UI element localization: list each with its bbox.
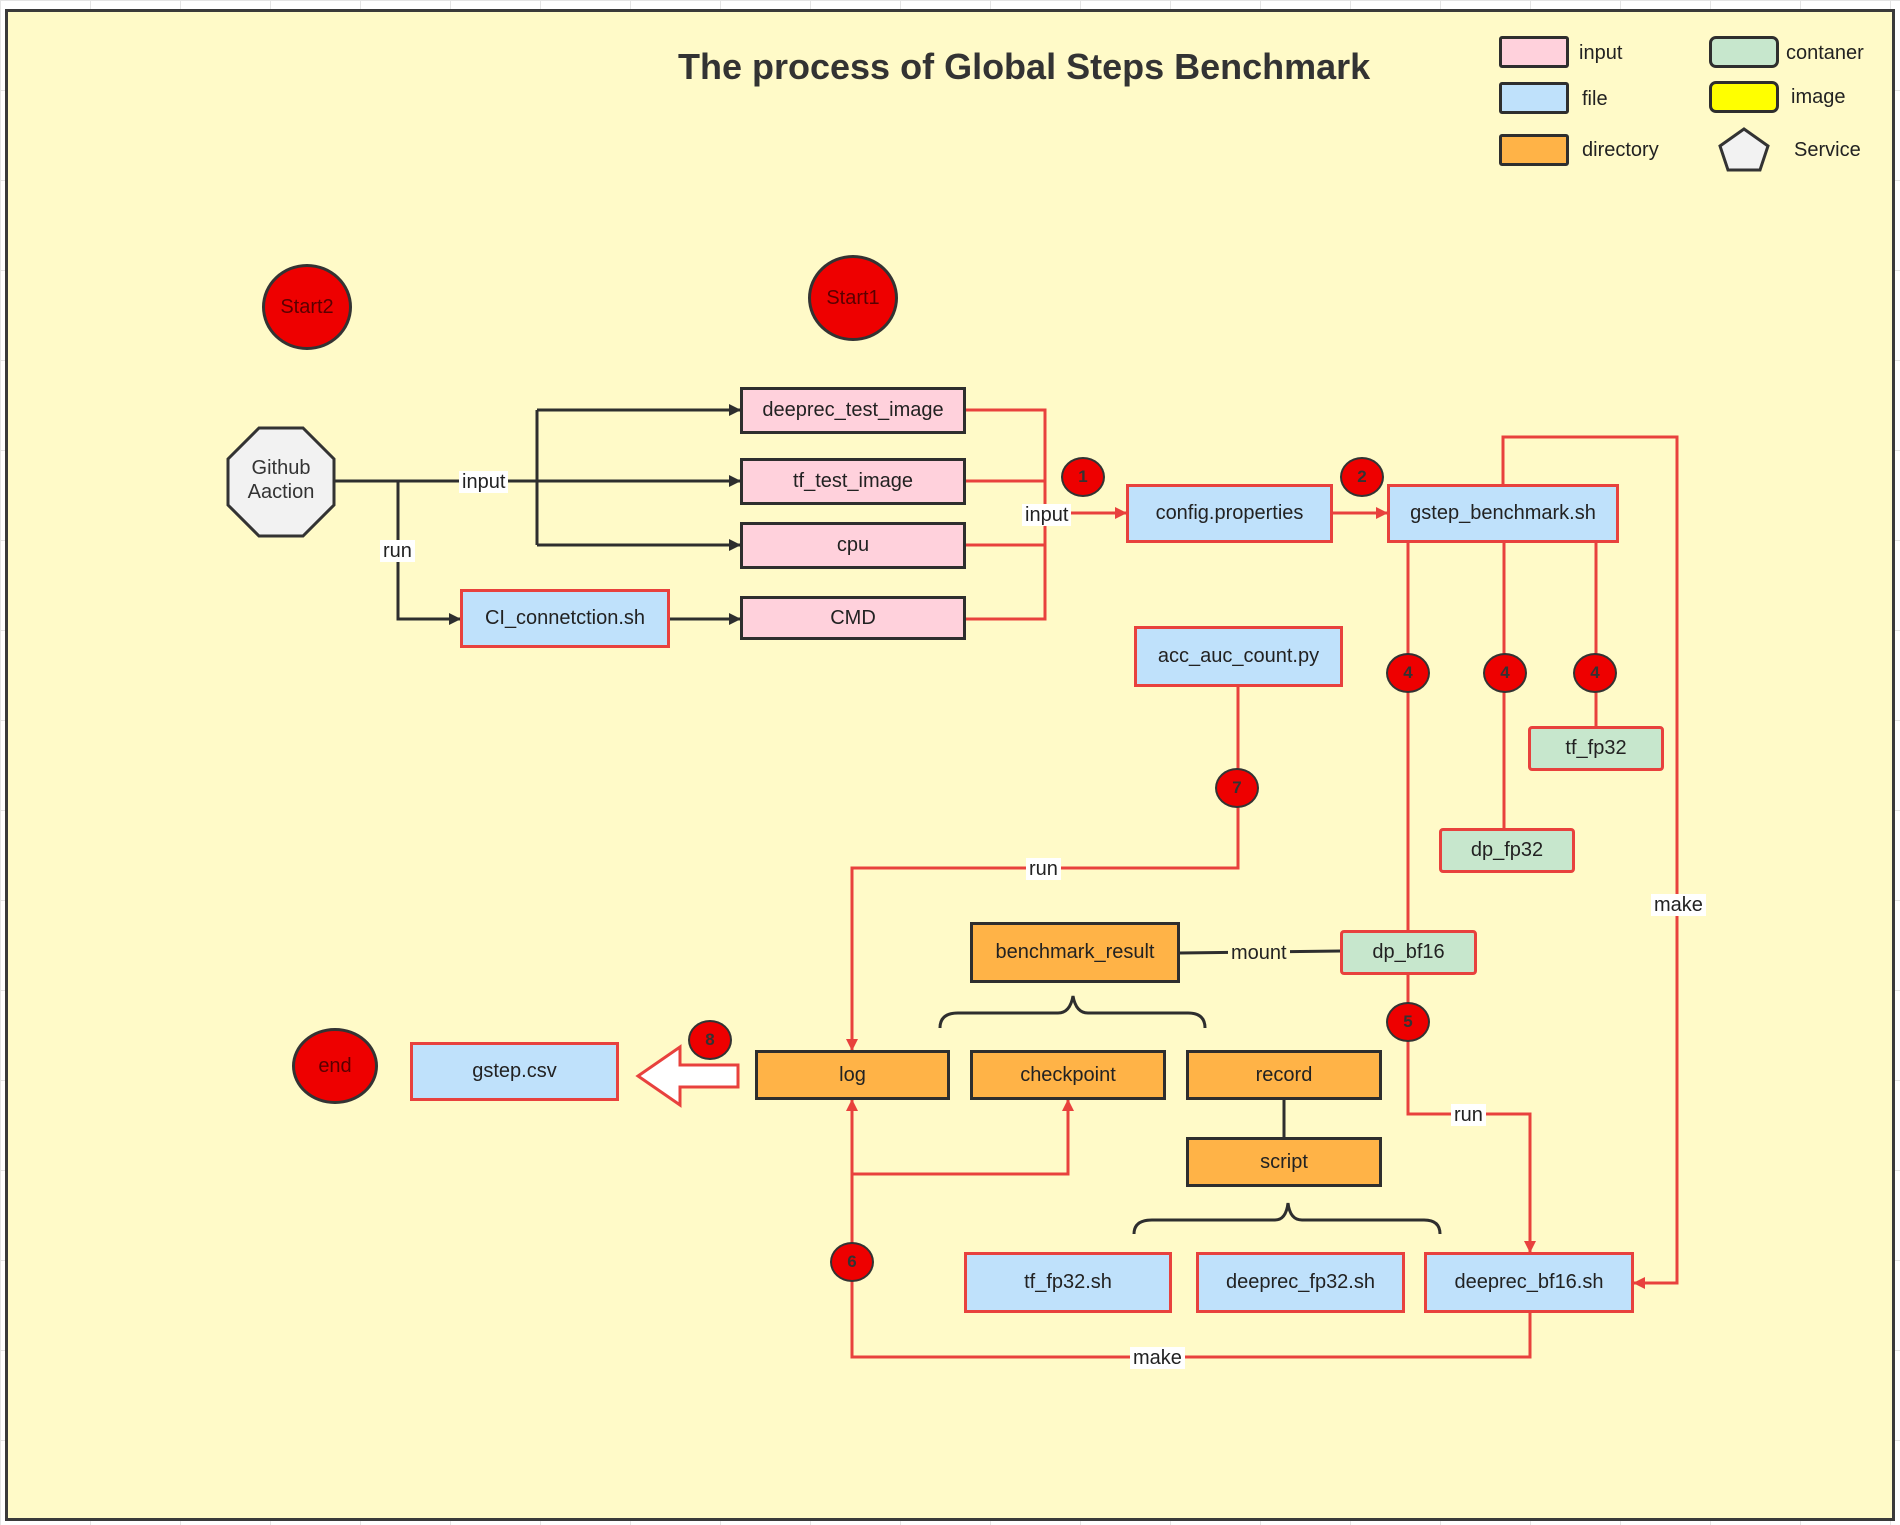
github-action-line2: Aaction — [247, 481, 315, 503]
step-badge-6: 6 — [830, 1242, 874, 1282]
cpu-node: cpu — [740, 522, 966, 569]
edge-gstep-make-bf16 — [1501, 435, 1679, 1289]
deeprec-fp32-sh-node: deeprec_fp32.sh — [1196, 1252, 1405, 1313]
checkpoint-dir: checkpoint — [970, 1050, 1166, 1100]
legend-directory-swatch — [1499, 134, 1569, 166]
edge-log-to-checkpoint — [852, 1099, 1074, 1176]
config-properties-node: config.properties — [1126, 484, 1333, 543]
legend-directory-label: directory — [1582, 139, 1659, 161]
edge-label-input-config: input — [1022, 504, 1072, 526]
tf-test-image-node: tf_test_image — [740, 458, 966, 505]
edge-label-input-github: input — [459, 471, 509, 493]
github-action-node: Github Aaction — [228, 456, 334, 504]
step-badge-4a: 4 — [1386, 653, 1430, 693]
step-badge-4b: 4 — [1483, 653, 1527, 693]
start2-node: Start2 — [262, 264, 352, 350]
legend-service-pentagon — [1718, 127, 1770, 172]
acc-auc-count-node: acc_auc_count.py — [1134, 626, 1343, 687]
legend-container-swatch — [1709, 36, 1779, 68]
legend-input-label: input — [1579, 42, 1623, 64]
tf-fp32-container: tf_fp32 — [1528, 726, 1664, 771]
end-node: end — [292, 1028, 378, 1104]
step-badge-5: 5 — [1386, 1002, 1430, 1042]
brace-script — [1132, 1202, 1442, 1235]
brace-benchmark-result — [938, 995, 1207, 1029]
edge-label-run-github: run — [380, 540, 415, 562]
step-badge-4c: 4 — [1573, 653, 1617, 693]
edge-label-mount: mount — [1228, 942, 1290, 964]
log-dir: log — [755, 1050, 950, 1100]
edge-label-make-right: make — [1651, 894, 1706, 916]
edge-bf16-make-log — [846, 1099, 1532, 1359]
legend-service-label: Service — [1794, 139, 1861, 161]
deeprec-test-image-node: deeprec_test_image — [740, 387, 966, 434]
tf-fp32-sh-node: tf_fp32.sh — [964, 1252, 1172, 1313]
legend-file-label: file — [1582, 88, 1608, 110]
gstep-csv-node: gstep.csv — [410, 1042, 619, 1101]
github-action-line1: Github — [251, 457, 311, 479]
red-edges — [846, 408, 1679, 1359]
edge-label-make-bottom: make — [1130, 1347, 1185, 1369]
cmd-node: CMD — [740, 596, 966, 640]
start1-node: Start1 — [808, 255, 898, 341]
legend-input-swatch — [1499, 36, 1569, 68]
legend-file-swatch — [1499, 82, 1569, 114]
step-badge-7: 7 — [1215, 768, 1259, 808]
output-arrow — [635, 1044, 740, 1108]
edge-label-run-bf16: run — [1451, 1104, 1486, 1126]
legend-container-label: contaner — [1786, 42, 1864, 64]
benchmark-result-dir: benchmark_result — [970, 922, 1180, 983]
gstep-benchmark-node: gstep_benchmark.sh — [1387, 484, 1619, 543]
step-badge-2: 2 — [1340, 457, 1384, 497]
step-badge-8: 8 — [688, 1020, 732, 1060]
page-title: The process of Global Steps Benchmark — [678, 46, 1371, 87]
step-badge-1: 1 — [1061, 457, 1105, 497]
dp-fp32-container: dp_fp32 — [1439, 828, 1575, 873]
github-octagon-shape — [226, 426, 336, 538]
record-dir: record — [1186, 1050, 1382, 1100]
deeprec-bf16-sh-node: deeprec_bf16.sh — [1424, 1252, 1634, 1313]
script-dir: script — [1186, 1137, 1382, 1187]
edge-github-run — [396, 481, 461, 625]
edge-to-deeprec-test-image — [535, 410, 740, 545]
edge-label-run-acc: run — [1026, 858, 1061, 880]
legend-image-swatch — [1709, 81, 1779, 113]
github-edges — [334, 410, 1442, 1235]
legend-image-label: image — [1791, 86, 1846, 108]
dp-bf16-container: dp_bf16 — [1340, 930, 1477, 975]
ci-connection-node: CI_connetction.sh — [460, 589, 670, 648]
